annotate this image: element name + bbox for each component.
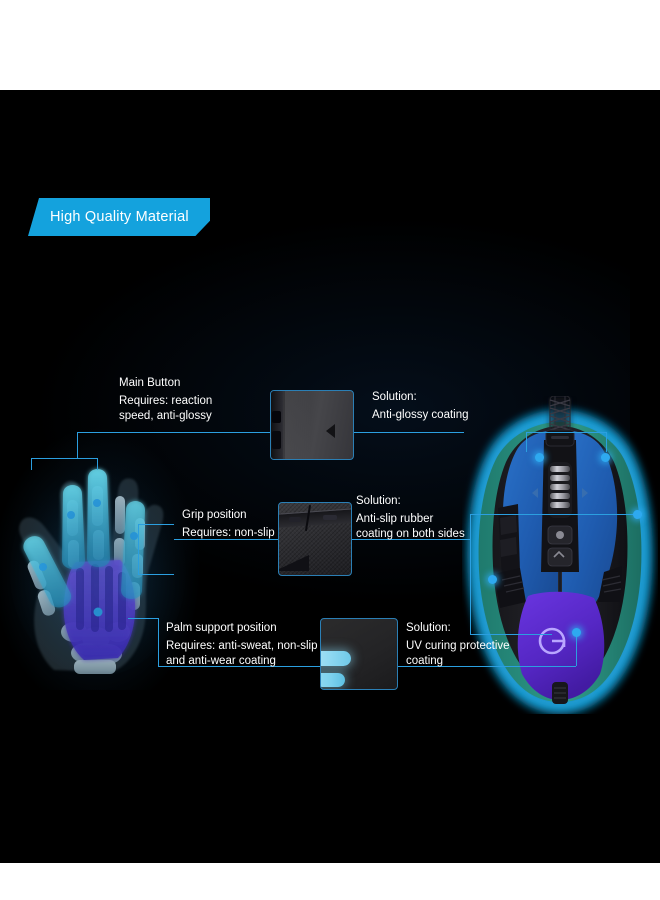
thumb-main-arrow-icon (326, 424, 335, 438)
callout-palm-req1: Requires: anti-sweat, non-slip (166, 640, 318, 652)
callout-palm-solution-title: Solution: (406, 622, 451, 634)
connector-grip-v (138, 524, 139, 574)
connector-grip-h-top (138, 524, 174, 525)
xray-hand-svg (10, 468, 186, 676)
callout-main-button-title: Main Button (119, 377, 181, 389)
callout-palm-title: Palm support position (166, 622, 277, 634)
connector-main-button-v1 (77, 432, 78, 458)
callout-grip-solution-text2: coating on both sides (356, 528, 465, 540)
connector-main-solution-h (352, 432, 464, 433)
hotspot-dot-mouse-palm (572, 628, 581, 637)
callout-grip-position: Grip position Requires: non-slip (182, 508, 275, 541)
callout-palm-req2: and anti-wear coating (166, 655, 276, 667)
connector-grip-solution-v (470, 514, 471, 634)
hotspot-dot-mouse-left-side (488, 575, 497, 584)
connector-palm-h-top (128, 618, 158, 619)
connector-palm-h-bottom (158, 666, 326, 667)
connector-grip-right-top (470, 514, 638, 515)
connector-palm-solution-v (576, 632, 577, 666)
thumb-main-sheen (285, 391, 311, 459)
gaming-mouse-illustration (462, 395, 658, 714)
callout-palm-solution-text1: UV curing protective (406, 640, 510, 652)
hotspot-dot-mouse-right-button (601, 453, 610, 462)
gaming-mouse-svg (462, 395, 658, 708)
callout-grip-solution: Solution: Anti-slip rubber coating on bo… (356, 494, 465, 542)
thumb-grip-spot-left (289, 517, 301, 522)
connector-mouse-top-v2 (606, 432, 607, 452)
connector-mouse-top-h (526, 432, 606, 433)
section-badge: High Quality Material (28, 198, 210, 236)
callout-main-solution-text: Anti-glossy coating (372, 409, 469, 421)
connector-palm-solution-h (396, 666, 576, 667)
infographic-panel: High Quality Material (0, 90, 660, 863)
callout-grip-solution-text1: Anti-slip rubber (356, 513, 434, 525)
connector-grip-h-bottom (138, 574, 174, 575)
connector-grip-solution-h (350, 539, 470, 540)
connector-main-button-v3 (97, 458, 98, 470)
connector-main-button-v2 (31, 458, 32, 470)
connector-grip-h-mid (174, 539, 280, 540)
thumb-uv-bar-lower (321, 673, 345, 687)
xray-hand-illustration (0, 426, 202, 690)
hotspot-dot-mouse-right-side (633, 510, 642, 519)
thumbnail-mouse-button-surface (270, 390, 354, 460)
hotspot-dot-mouse-left-button (535, 453, 544, 462)
thumbnail-uv-coating (320, 618, 398, 690)
callout-main-solution-title: Solution: (372, 391, 417, 403)
callout-grip-solution-title: Solution: (356, 495, 401, 507)
callout-main-button: Main Button Requires: reaction speed, an… (119, 376, 212, 424)
callout-palm-support: Palm support position Requires: anti-swe… (166, 621, 318, 669)
connector-main-button-h (77, 432, 287, 433)
thumb-grip-spot-right (323, 515, 337, 520)
callout-grip-req: Requires: non-slip (182, 527, 275, 539)
callout-grip-title: Grip position (182, 509, 247, 521)
callout-palm-solution: Solution: UV curing protective coating (406, 621, 510, 669)
connector-mouse-top-v1 (526, 432, 527, 452)
hand-glow (0, 426, 202, 690)
thumbnail-rubber-grip (278, 502, 352, 576)
callout-main-button-req2: speed, anti-glossy (119, 410, 212, 422)
callout-palm-solution-text2: coating (406, 655, 444, 667)
callout-main-button-solution: Solution: Anti-glossy coating (372, 390, 469, 423)
connector-palm-v (158, 618, 159, 666)
thumb-main-notch-upper (272, 411, 281, 423)
thumb-main-notch-lower (272, 431, 281, 449)
callout-main-button-req1: Requires: reaction (119, 395, 213, 407)
connector-grip-right-bottom (470, 634, 552, 635)
connector-main-button-h2 (31, 458, 97, 459)
thumb-uv-bar-upper (321, 651, 351, 666)
